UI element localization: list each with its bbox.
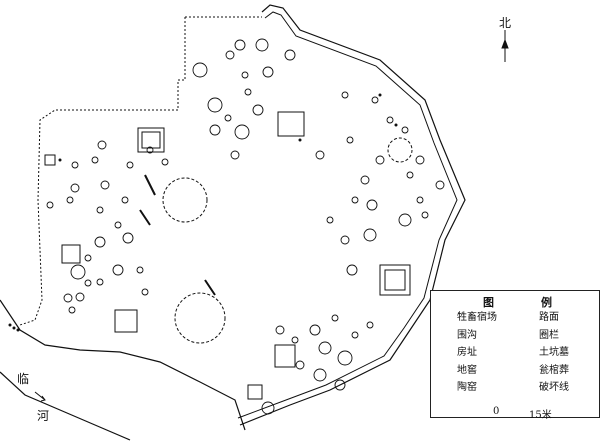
river-label-1: 临 (17, 372, 30, 386)
legend-title-right: 例 (541, 296, 552, 309)
house-site (137, 127, 165, 153)
house-site (277, 111, 305, 137)
house-site (247, 384, 263, 400)
dotted-boundary (19, 16, 262, 326)
legend-label-house: 房址 (457, 347, 477, 358)
legend-label-moat: 围沟 (457, 330, 477, 341)
house-site (61, 244, 81, 264)
house-site (114, 309, 138, 333)
legend-label-cellar: 地窖 (457, 365, 477, 376)
house-site (379, 264, 411, 296)
north-arrow-icon (501, 30, 509, 62)
road-outer (239, 4, 466, 426)
scale-end: 15米 (529, 410, 552, 421)
legend-title-left: 图 (483, 296, 494, 309)
legend-label-kiln: 陶窑 (457, 382, 477, 393)
river-bank-lower (0, 371, 131, 441)
house-site (384, 269, 406, 291)
river-arrow (34, 391, 46, 402)
legend-label-livestock: 牲畜宿场 (457, 312, 497, 323)
legend-label-enclosure: 圈栏 (539, 330, 559, 341)
enclosure-circle (162, 177, 208, 223)
ditch (139, 209, 151, 226)
enclosure-circle (174, 292, 226, 344)
road-inner (237, 11, 458, 419)
river-label-2: 河 (37, 409, 50, 423)
legend-label-urn-burial: 瓮棺葬 (539, 365, 569, 376)
ditch (144, 174, 156, 196)
house-site (141, 131, 161, 149)
house-site (44, 154, 56, 166)
scale-start: 0 (493, 406, 500, 417)
legend-label-pit-tomb: 土坑墓 (539, 347, 569, 358)
legend-label-road: 路面 (539, 312, 559, 323)
ditch (204, 279, 216, 296)
north-label: 北 (499, 16, 512, 30)
river-bank-upper (0, 299, 246, 431)
enclosure-circle (387, 137, 413, 163)
house-site (274, 344, 296, 368)
legend-label-damage-line: 破坏线 (539, 382, 569, 393)
legend-box: 图 例 牲畜宿场 围沟 房址 地窖 陶窑 路面 圈栏 土坑墓 瓮棺葬 破坏线 0… (430, 290, 600, 421)
